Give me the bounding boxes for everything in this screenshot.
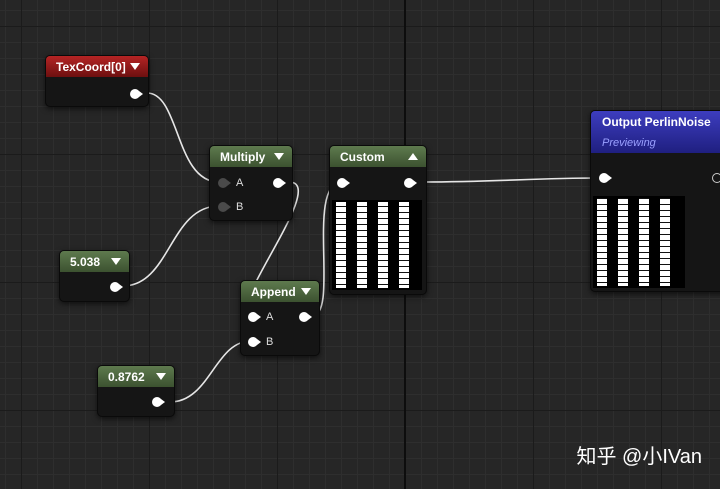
append-output-pin[interactable] bbox=[299, 312, 313, 322]
custom-node-title: Custom bbox=[340, 149, 385, 164]
multiply-pin-b-label: B bbox=[236, 201, 244, 213]
output-node-title: Output PerlinNoise bbox=[602, 115, 711, 129]
append-node-header[interactable]: Append bbox=[241, 281, 319, 302]
append-input-pin-a[interactable] bbox=[248, 312, 262, 322]
output-node[interactable]: Output PerlinNoise Previewing bbox=[590, 110, 720, 292]
constant-node-5038[interactable]: 5.038 bbox=[59, 250, 130, 302]
wire-const08762-to-append-b bbox=[169, 340, 252, 403]
custom-node-preview bbox=[332, 200, 422, 290]
collapse-arrow-icon[interactable] bbox=[274, 153, 284, 160]
multiply-input-pin-b[interactable] bbox=[218, 202, 232, 212]
output-node-preview bbox=[593, 196, 685, 288]
collapse-arrow-icon[interactable] bbox=[130, 63, 140, 70]
constant-output-pin[interactable] bbox=[152, 397, 166, 407]
texcoord-node-header[interactable]: TexCoord[0] bbox=[46, 56, 148, 77]
constant-node-08762[interactable]: 0.8762 bbox=[97, 365, 175, 417]
collapse-arrow-icon[interactable] bbox=[301, 288, 311, 295]
wire-const5038-to-multiply-b bbox=[122, 205, 220, 287]
multiply-node[interactable]: Multiply A B bbox=[209, 145, 293, 221]
wire-custom-to-output bbox=[421, 177, 602, 183]
collapse-arrow-icon[interactable] bbox=[156, 373, 166, 380]
custom-node[interactable]: Custom bbox=[329, 145, 427, 295]
output-node-subtitle: Previewing bbox=[602, 137, 656, 149]
texcoord-output-pin[interactable] bbox=[130, 89, 144, 99]
output-input-pin[interactable] bbox=[599, 173, 613, 183]
custom-output-pin[interactable] bbox=[404, 178, 418, 188]
watermark: 知乎 @小IVan bbox=[576, 446, 702, 468]
multiply-node-title: Multiply bbox=[220, 149, 266, 164]
constant-node-header[interactable]: 5.038 bbox=[60, 251, 129, 272]
texcoord-node-title: TexCoord[0] bbox=[56, 59, 126, 74]
multiply-input-pin-a[interactable] bbox=[218, 178, 232, 188]
append-pin-b-label: B bbox=[266, 336, 274, 348]
append-node[interactable]: Append A B bbox=[240, 280, 320, 356]
output-extra-pin[interactable] bbox=[712, 173, 720, 183]
constant-value: 0.8762 bbox=[108, 369, 145, 384]
custom-input-pin[interactable] bbox=[337, 178, 351, 188]
collapse-arrow-icon[interactable] bbox=[111, 258, 121, 265]
collapse-arrow-icon[interactable] bbox=[408, 153, 418, 160]
multiply-node-header[interactable]: Multiply bbox=[210, 146, 292, 167]
output-node-header[interactable]: Output PerlinNoise Previewing bbox=[591, 111, 720, 153]
texcoord-node[interactable]: TexCoord[0] bbox=[45, 55, 149, 107]
append-input-pin-b[interactable] bbox=[248, 337, 262, 347]
append-pin-a-label: A bbox=[266, 311, 274, 323]
constant-value: 5.038 bbox=[70, 254, 101, 269]
custom-node-header[interactable]: Custom bbox=[330, 146, 426, 167]
multiply-output-pin[interactable] bbox=[273, 178, 287, 188]
constant-node-header[interactable]: 0.8762 bbox=[98, 366, 174, 387]
append-node-title: Append bbox=[251, 284, 296, 299]
multiply-pin-a-label: A bbox=[236, 177, 244, 189]
constant-output-pin[interactable] bbox=[110, 282, 124, 292]
